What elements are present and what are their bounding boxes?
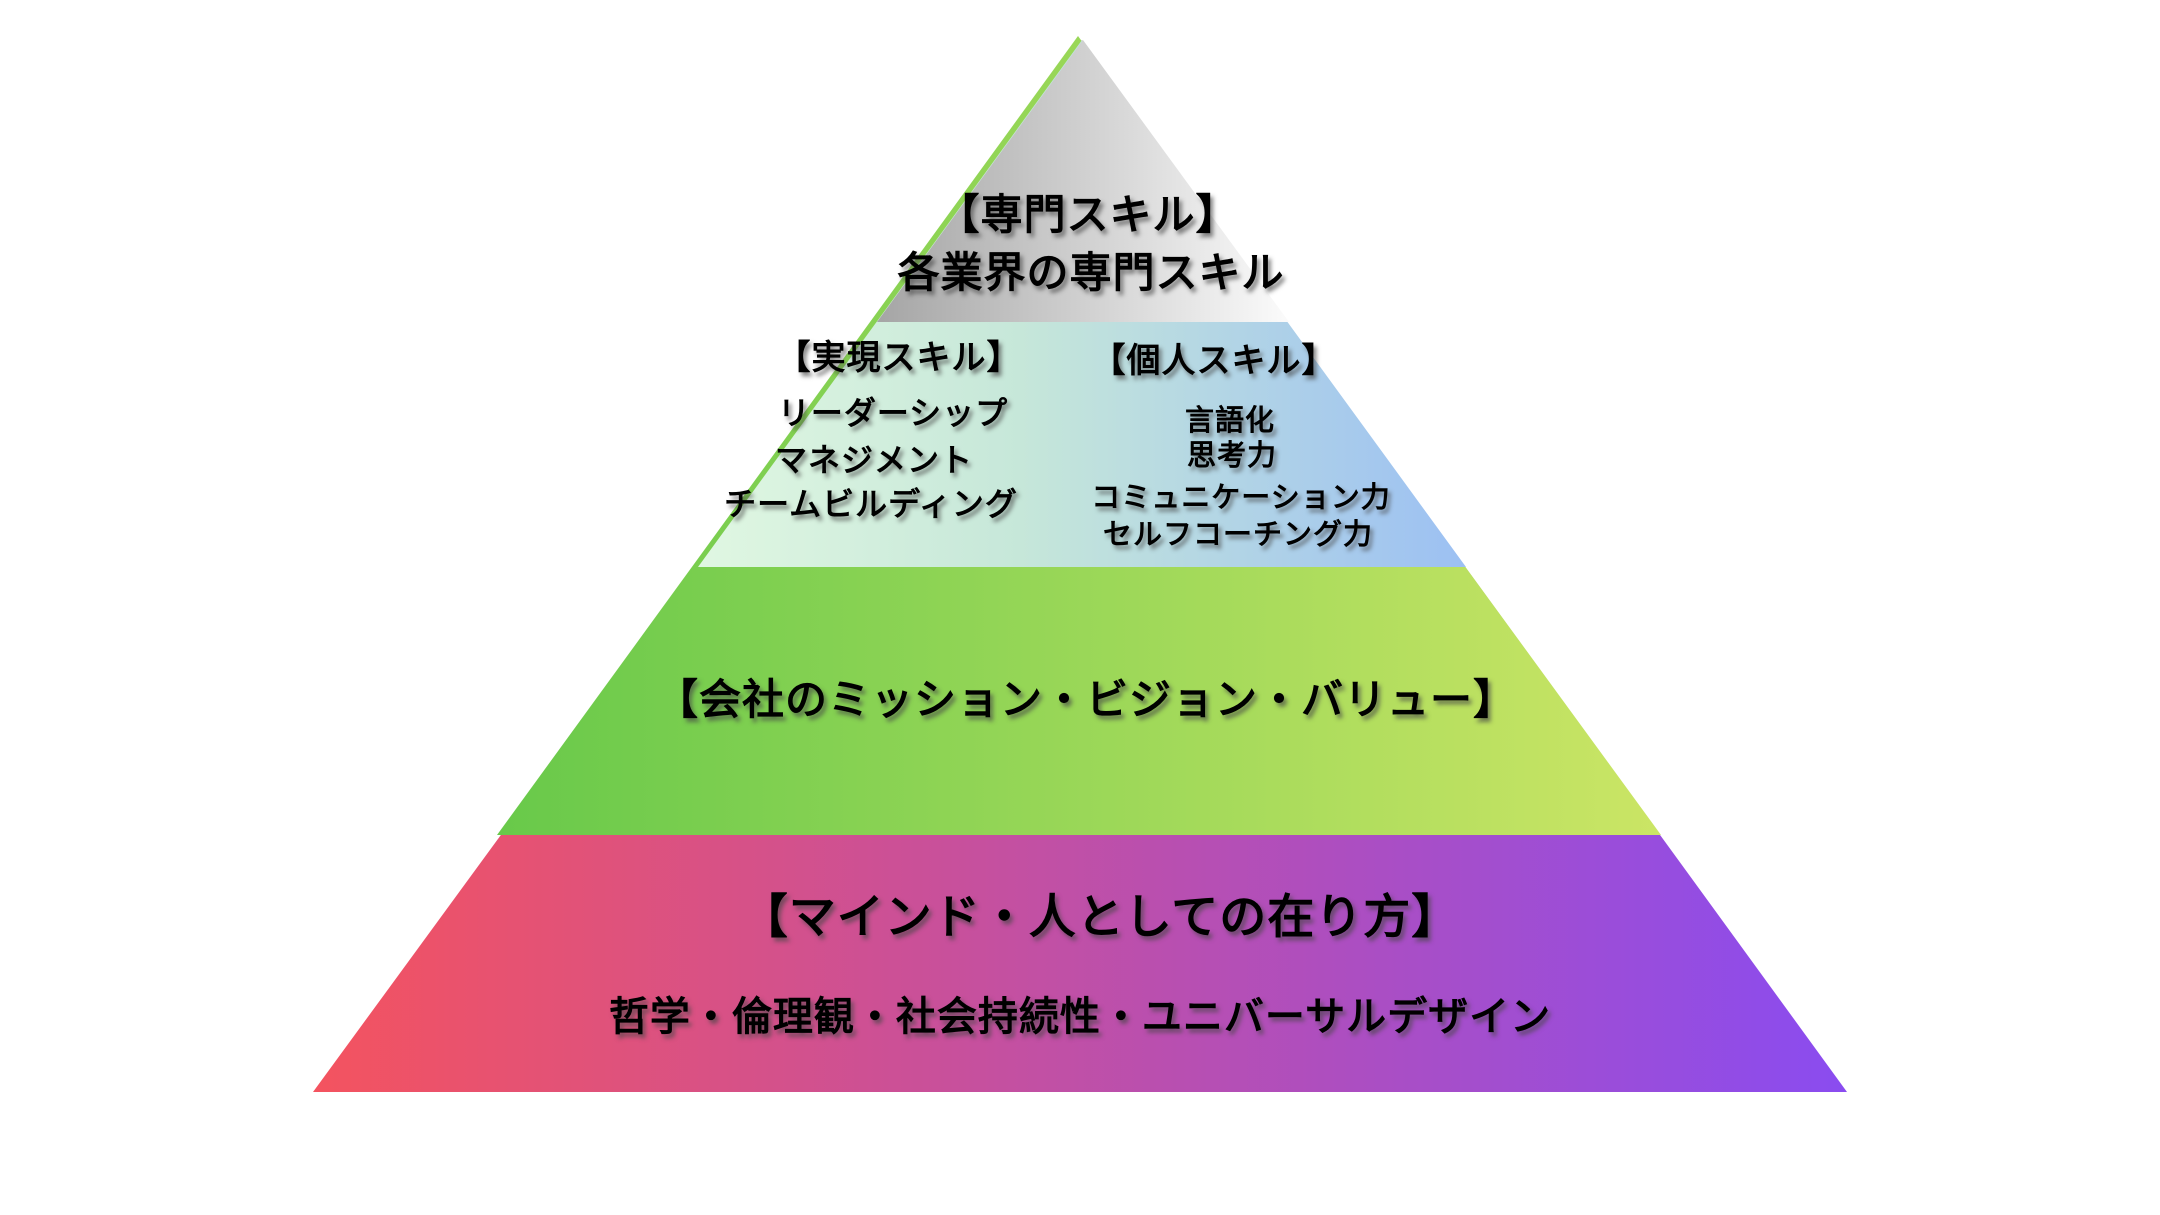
tier2-right-item: 言語化 xyxy=(1184,405,1276,437)
tier2-left-title: 【実現スキル】 xyxy=(776,339,1022,377)
tier3-title: 【会社のミッション・ビジョン・バリュー】 xyxy=(655,676,1517,723)
tier2-left-item: チームビルディング xyxy=(724,486,1018,522)
tier2-left-item: リーダーシップ xyxy=(777,395,1009,431)
tier1-shape xyxy=(877,40,1289,322)
tier2-right-item: 思考力 xyxy=(1186,440,1278,472)
tier2-right-item: コミュニケーション力 xyxy=(1091,482,1391,514)
tier2-right-item: セルフコーチング力 xyxy=(1102,519,1374,551)
tier1-subtitle: 各業界の専門スキル xyxy=(897,249,1285,296)
tier4-title: 【マインド・人としての在り方】 xyxy=(740,890,1460,943)
tier2-left-item: マネジメント xyxy=(774,442,974,478)
tier2-right-title: 【個人スキル】 xyxy=(1091,342,1337,380)
tier4-subtitle: 哲学・倫理観・社会持続性・ユニバーサルデザイン xyxy=(608,995,1552,1039)
tier1-title: 【専門スキル】 xyxy=(937,191,1239,238)
